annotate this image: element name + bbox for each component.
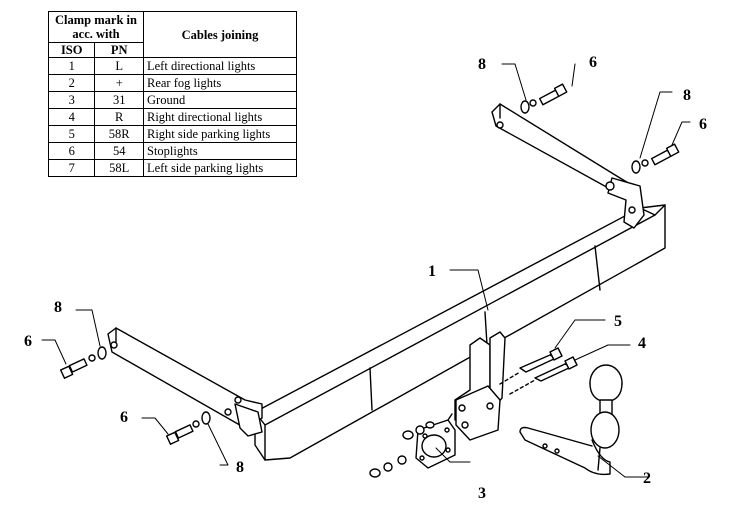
callout-6-top: 6 [589,54,597,71]
callout-8-left: 8 [54,299,62,316]
right-side-bracket [491,103,645,229]
callout-labels: 1 2 3 4 5 6 6 6 6 8 8 8 8 [24,54,707,502]
clamp-mark-header: Clamp mark in acc. with [48,11,144,43]
description-cell: Left side parking lights [143,159,297,177]
left-fasteners [59,346,211,445]
leader-lines [41,63,691,478]
tow-ball [519,364,623,476]
socket-fasteners [369,421,435,478]
pn-cell: 54 [94,142,144,160]
callout-1: 1 [428,263,436,280]
table-header-row: Clamp mark in acc. with Cables joining [48,11,297,58]
description-cell: Right directional lights [143,108,297,126]
center-mounting-brackets [454,331,506,441]
callout-2: 2 [643,470,651,487]
callout-5: 5 [614,313,622,330]
description-cell: Stoplights [143,142,297,160]
pn-cell: 58L [94,159,144,177]
callout-8-top: 8 [478,56,486,73]
left-side-bracket [107,327,263,437]
callout-6-left: 6 [24,333,32,350]
description-cell: Ground [143,91,297,109]
description-cell: Right side parking lights [143,125,297,143]
pn-cell: 31 [94,91,144,109]
right-top-fasteners [520,83,680,174]
callout-6-bottom-left: 6 [120,409,128,426]
callout-4: 4 [638,335,646,352]
table-row: 4 R Right directional lights [47,108,297,126]
pn-column-header: PN [94,42,144,58]
socket-plate [415,413,456,469]
callout-3: 3 [478,485,486,502]
callout-8-bottom-left: 8 [236,459,244,476]
table-row: 6 54 Stoplights [47,142,297,160]
cable-wiring-table: Clamp mark in acc. with Cables joining I… [47,11,297,177]
callout-8-right: 8 [683,87,691,104]
iso-cell: 7 [47,159,96,177]
table-row: 3 31 Ground [47,91,297,109]
table-row: 5 58R Right side parking lights [47,125,297,143]
long-bolts [499,347,578,395]
table-row: 7 58L Left side parking lights [47,159,297,177]
callout-6-right: 6 [699,116,707,133]
iso-cell: 5 [47,125,96,143]
cables-joining-header: Cables joining [143,11,297,58]
